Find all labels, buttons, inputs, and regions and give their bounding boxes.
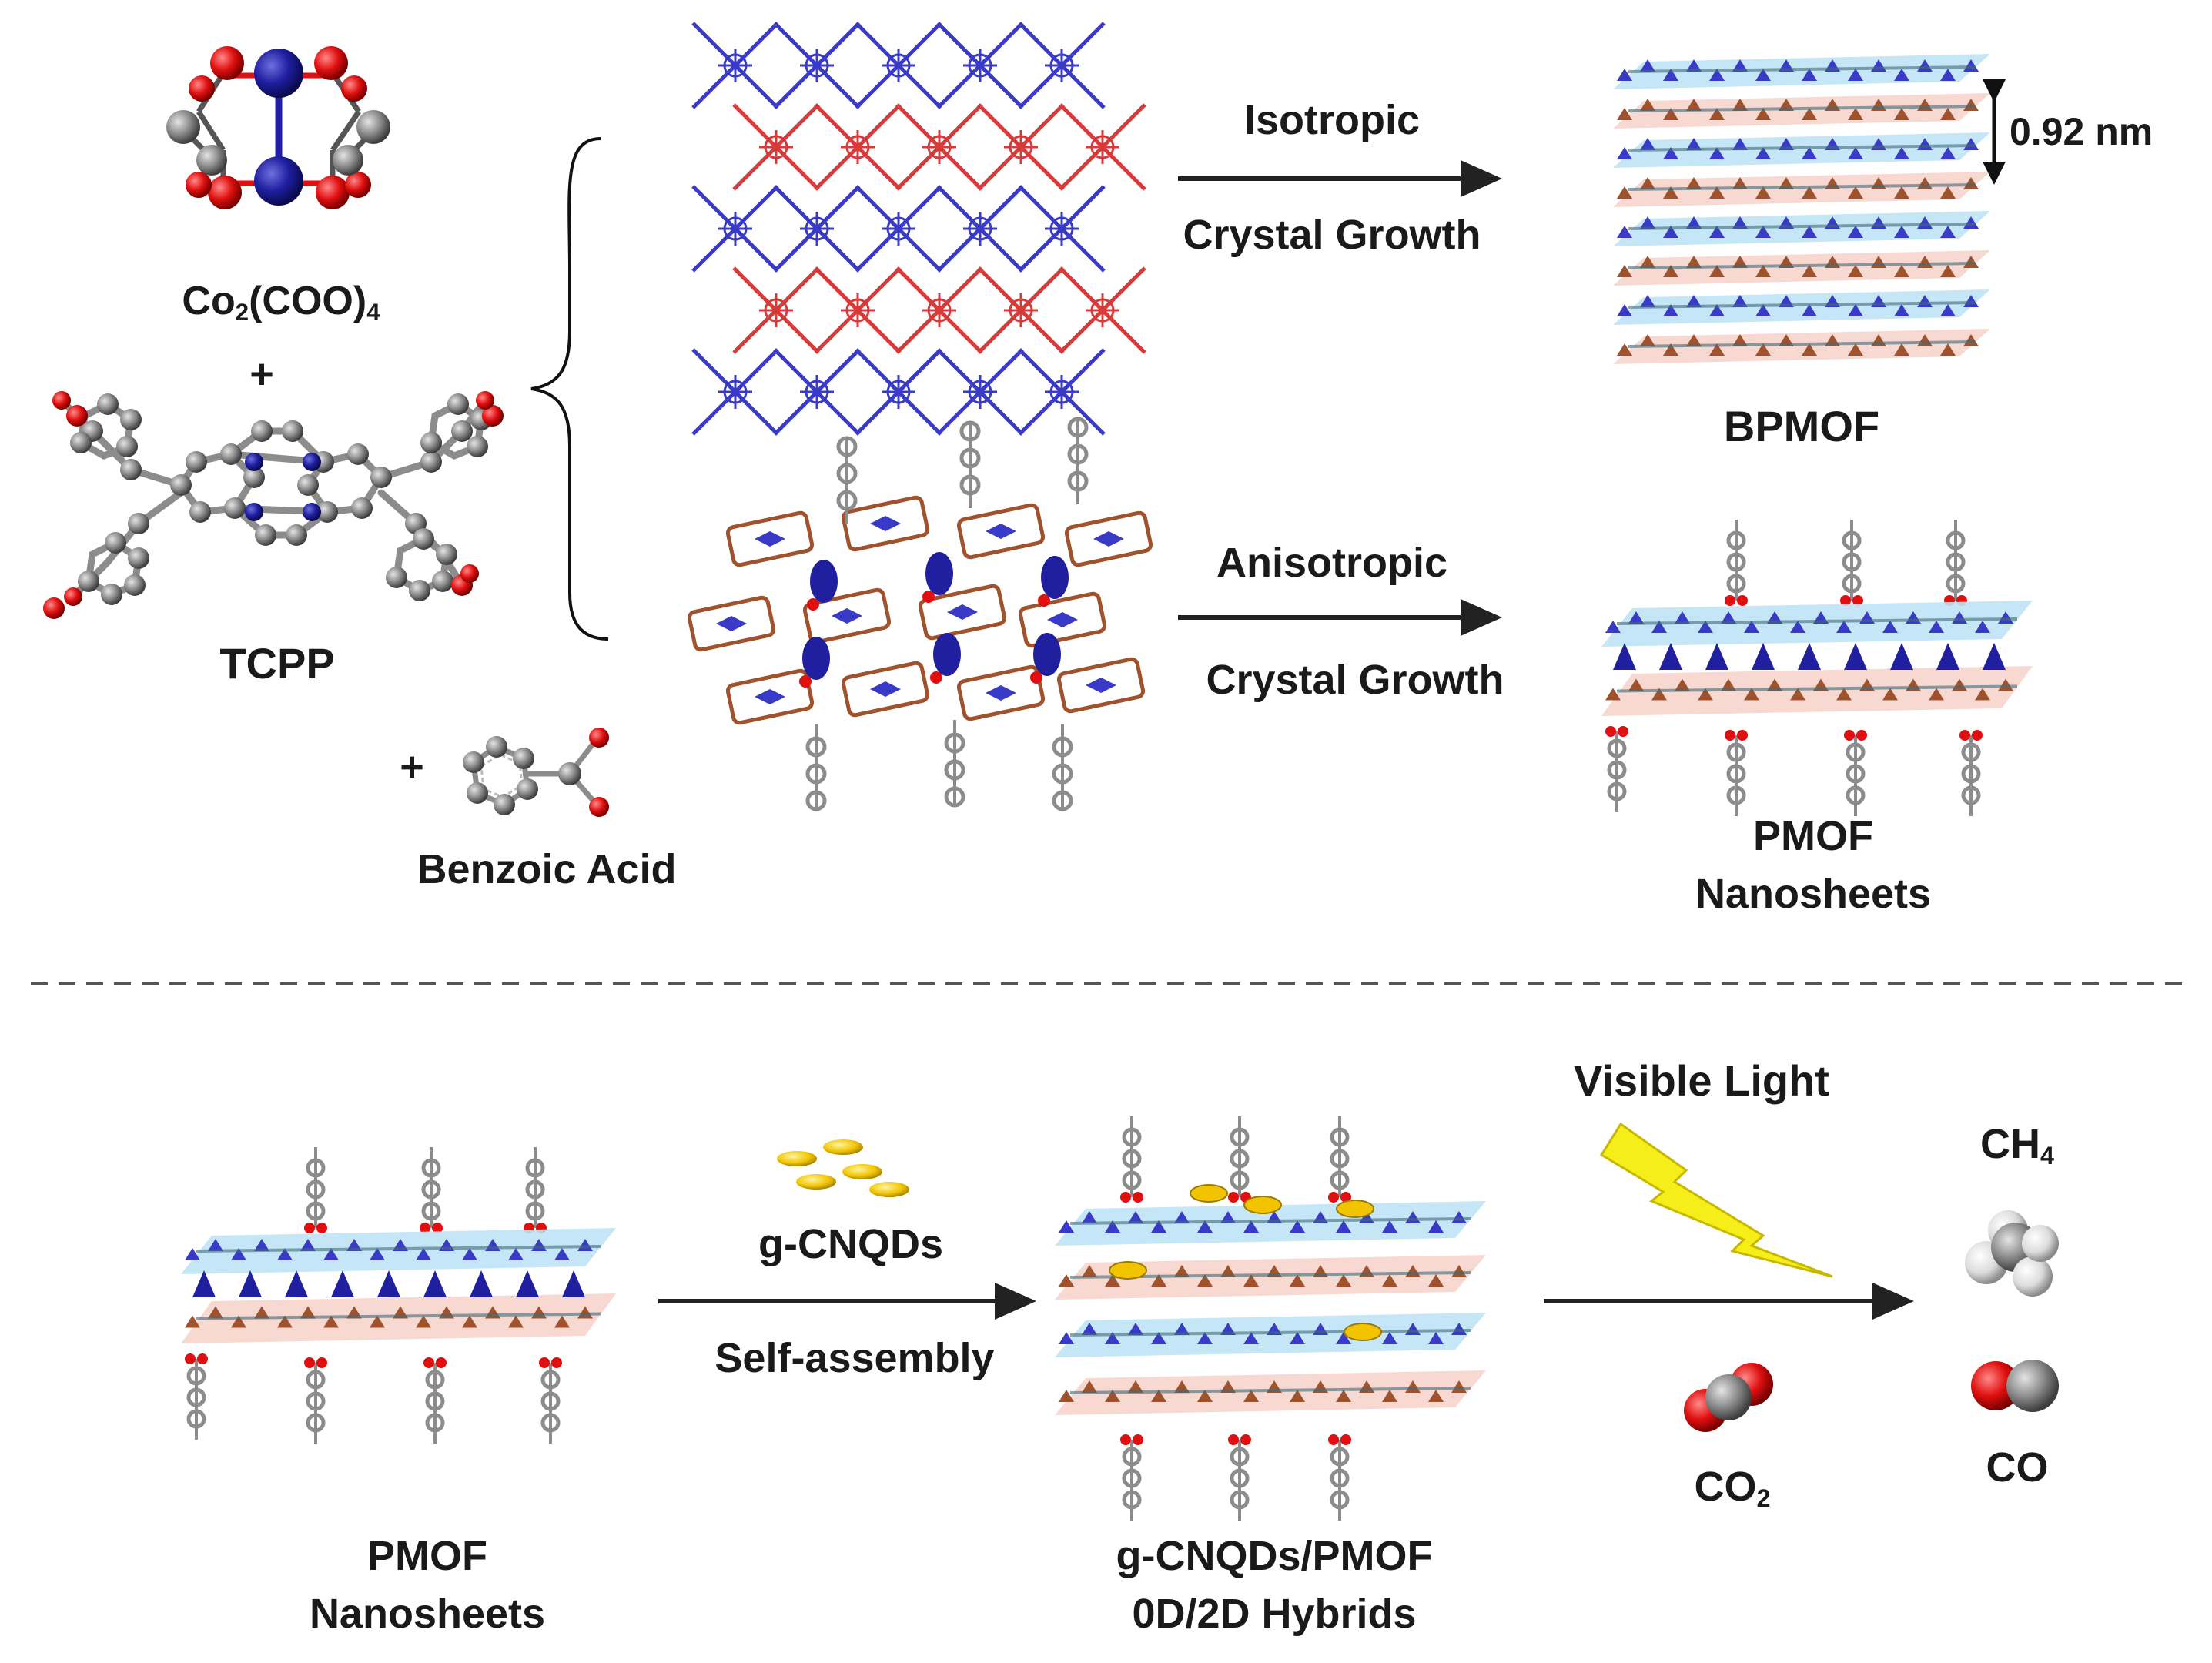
hybrid-label-line2: 0D/2D Hybrids bbox=[1132, 1591, 1417, 1637]
self-assembly-label: Self-assembly bbox=[714, 1335, 995, 1381]
co-label: CO bbox=[1986, 1444, 2049, 1491]
ch4-sub: 4 bbox=[2040, 1142, 2054, 1170]
pmof-nanosheet-bottom bbox=[181, 1147, 616, 1444]
plus-sign-1: + bbox=[249, 351, 274, 397]
cobalt-cluster-label: Co2(COO)4 bbox=[154, 279, 408, 326]
pmof-bottom-label-line2: Nanosheets bbox=[309, 1591, 546, 1637]
isotropic-label: Isotropic bbox=[1243, 97, 1421, 143]
hybrid-label-line1: g-CNQDs/PMOF bbox=[1116, 1533, 1433, 1579]
co-paddlewheel-cluster bbox=[166, 46, 390, 209]
co2-label: CO2 bbox=[1648, 1463, 1817, 1513]
gcnqds-label: g-CNQDs bbox=[758, 1221, 943, 1267]
spacing-label: 0.92 nm bbox=[2010, 110, 2153, 153]
lightning-icon bbox=[1599, 1122, 1833, 1278]
cluster-formula-mid: (COO) bbox=[249, 279, 367, 323]
pmof-bottom-label-line1: PMOF bbox=[367, 1533, 487, 1579]
benzoic-acid-label: Benzoic Acid bbox=[417, 846, 677, 892]
pmof-nanosheet-top bbox=[1601, 520, 2033, 816]
curly-brace bbox=[530, 137, 609, 641]
quantum-dots-icon bbox=[777, 1139, 909, 1197]
co2-main: CO bbox=[1694, 1464, 1757, 1510]
cluster-formula-sub2: 4 bbox=[366, 298, 380, 326]
pmof-top-label-line1: PMOF bbox=[1753, 813, 1873, 859]
ch4-main: CH bbox=[1979, 1121, 2040, 1167]
cluster-formula-main: Co bbox=[182, 279, 236, 323]
bpmof-stack bbox=[1613, 54, 1990, 364]
co-molecule-icon bbox=[1971, 1360, 2059, 1412]
ch4-molecule-icon bbox=[1965, 1210, 2059, 1297]
anisotropic-framework bbox=[687, 417, 1153, 811]
visible-light-label: Visible Light bbox=[1574, 1056, 1829, 1105]
benzoic-acid-molecule bbox=[463, 728, 609, 817]
tcpp-molecule bbox=[43, 391, 504, 619]
pmof-top-label-line2: Nanosheets bbox=[1695, 871, 1932, 917]
hybrid-stack bbox=[1055, 1116, 1486, 1521]
anisotropic-label: Anisotropic bbox=[1216, 540, 1447, 586]
cluster-formula-sub1: 2 bbox=[235, 298, 249, 326]
isotropic-growth-label: Crystal Growth bbox=[1183, 212, 1481, 258]
co2-sub: 2 bbox=[1756, 1484, 1771, 1513]
anisotropic-growth-label: Crystal Growth bbox=[1206, 657, 1504, 703]
co2-molecule-icon bbox=[1684, 1363, 1773, 1432]
plus-sign-2: + bbox=[400, 744, 424, 790]
bpmof-label: BPMOF bbox=[1723, 402, 1880, 450]
tcpp-label: TCPP bbox=[219, 639, 335, 688]
ch4-label: CH4 bbox=[1933, 1120, 2102, 1170]
bilayer-framework-lattice bbox=[691, 22, 1146, 436]
